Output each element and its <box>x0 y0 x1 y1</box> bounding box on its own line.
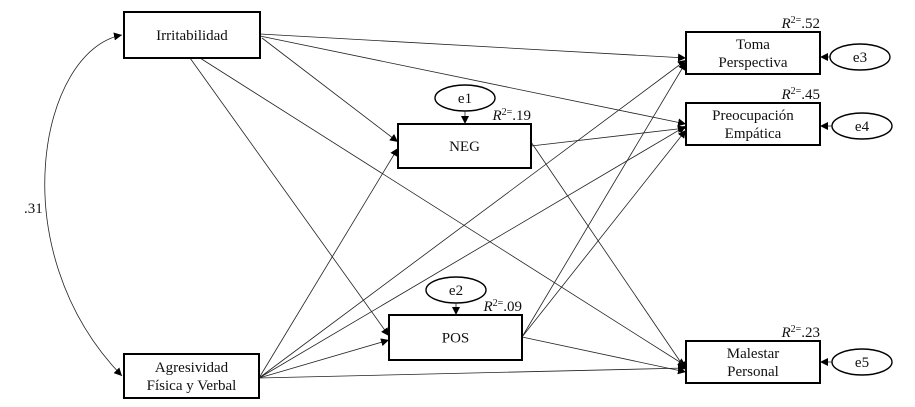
path-agr-pe <box>258 125 687 379</box>
error-label: e3 <box>853 50 867 66</box>
node-box <box>685 340 821 384</box>
node-label: Preocupación <box>712 108 794 124</box>
node-box <box>685 102 821 146</box>
node-box <box>685 31 821 75</box>
error-label: e2 <box>449 283 463 299</box>
node-box <box>388 314 523 361</box>
path-irr-neg <box>261 37 399 143</box>
path-agr-neg <box>258 147 399 379</box>
r-squared-label: R2=.09 <box>482 298 522 315</box>
node-label: Personal <box>727 364 779 380</box>
path-irr-pos <box>189 57 390 337</box>
node-label: Agresividad <box>155 360 229 376</box>
node-label: Física y Verbal <box>147 378 237 394</box>
node-label: POS <box>442 331 470 347</box>
path-pos-pe <box>521 129 687 338</box>
path-agr-mp <box>258 364 687 379</box>
r-squared-label: R2=.52 <box>780 15 820 32</box>
node-box <box>123 11 261 59</box>
path-agr-pos <box>258 338 390 379</box>
error-label: e5 <box>855 355 869 371</box>
error-label: e1 <box>458 91 472 107</box>
path-pos-tp <box>521 61 687 338</box>
node-label: Malestar <box>727 346 779 362</box>
covariance-arc <box>44 32 123 377</box>
node-label: Irritabilidad <box>156 28 228 44</box>
r-squared-label: R2=.23 <box>780 324 820 341</box>
node-irr: Irritabilidad <box>123 11 261 59</box>
paths-layer: .31 <box>24 32 687 379</box>
path-neg-pe <box>530 124 687 147</box>
node-label: NEG <box>449 139 480 155</box>
node-box <box>397 123 532 169</box>
path-agr-tp <box>258 59 687 379</box>
node-label: Perspectiva <box>718 55 787 71</box>
error-label: e4 <box>855 119 870 135</box>
path-pos-mp <box>521 336 687 375</box>
path-irr-pe <box>259 35 687 127</box>
covariance-label: .31 <box>24 201 43 217</box>
path-neg-mp <box>530 141 687 371</box>
path-irr-mp <box>199 57 687 367</box>
path-irr-tp <box>259 33 687 62</box>
r-squared-label: R2=.19 <box>491 107 531 124</box>
node-box <box>123 353 260 399</box>
node-label: Empática <box>725 126 782 142</box>
node-label: Toma <box>736 37 770 53</box>
r-squared-label: R2=.45 <box>780 86 820 103</box>
